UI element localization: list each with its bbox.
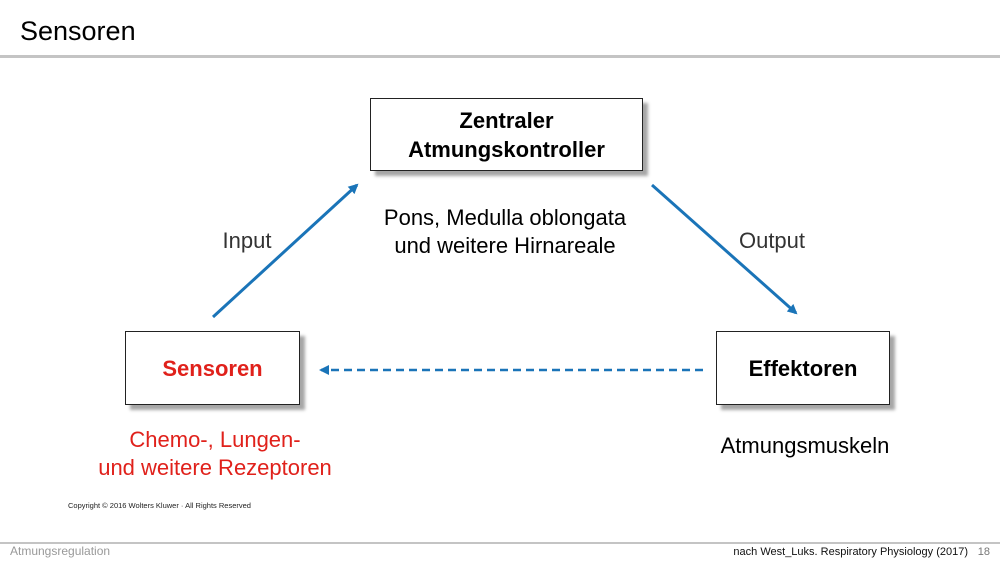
controller-description-line2: und weitere Hirnareale — [394, 233, 616, 258]
sensors-description-line1: Chemo-, Lungen- — [129, 427, 301, 452]
controller-label-line2: Atmungskontroller — [408, 136, 605, 162]
sensors-description-line2: und weitere Rezeptoren — [98, 455, 332, 480]
title-divider — [0, 55, 1000, 58]
effectors-description: Atmungsmuskeln — [720, 433, 890, 458]
controller-label-line1: Zentraler — [459, 107, 554, 133]
sensors-box: Sensoren — [125, 331, 300, 405]
effectors-box: Effektoren — [716, 331, 890, 405]
copyright-notice: Copyright © 2016 Wolters Kluwer · All Ri… — [68, 501, 251, 510]
footer-source: nach West_Luks. Respiratory Physiology (… — [733, 546, 968, 558]
controller-box: Zentraler Atmungskontroller — [370, 98, 643, 171]
sensors-description: Chemo-, Lungen- und weitere Rezeptoren — [60, 426, 370, 482]
input-label: Input — [222, 228, 272, 253]
output-label: Output — [738, 228, 806, 253]
page-title: Sensoren — [20, 16, 136, 46]
output-arrow — [651, 183, 798, 315]
footer-section-title: Atmungsregulation — [10, 544, 111, 558]
page-number: 18 — [977, 546, 990, 558]
footer-divider — [0, 542, 1000, 544]
controller-description: Pons, Medulla oblongata und weitere Hirn… — [340, 204, 670, 260]
sensors-label: Sensoren — [162, 355, 263, 381]
controller-description-line1: Pons, Medulla oblongata — [383, 205, 627, 230]
effectors-label: Effektoren — [748, 355, 858, 381]
input-arrow — [211, 183, 359, 319]
